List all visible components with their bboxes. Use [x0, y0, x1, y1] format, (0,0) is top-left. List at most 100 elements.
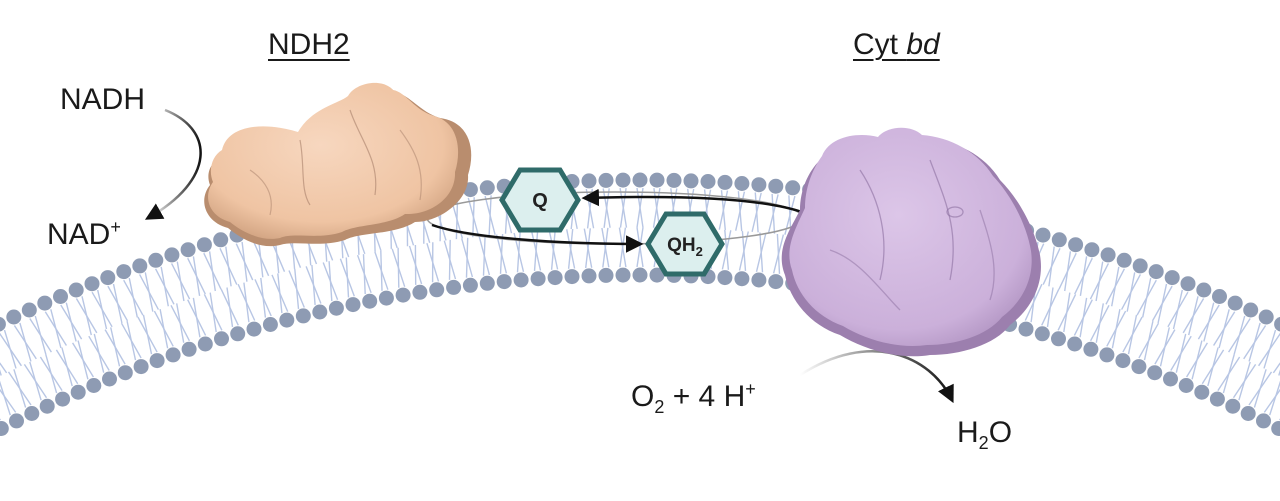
- lipid-head: [548, 270, 563, 285]
- lipid-tail: [188, 300, 206, 336]
- lipid-tail: [204, 294, 222, 330]
- lipid-head: [446, 280, 461, 295]
- lipid-head: [701, 174, 716, 189]
- lipid-tail: [584, 229, 591, 268]
- lipid-tail: [221, 289, 238, 325]
- lipid-head: [1067, 337, 1082, 352]
- lipid-head: [1036, 228, 1051, 243]
- lipid-tail: [161, 267, 168, 306]
- lipid-head: [684, 173, 699, 188]
- lipid-head: [734, 176, 749, 191]
- lipid-head: [497, 274, 512, 289]
- lipid-tail: [1223, 355, 1234, 394]
- ndh2-protein: [204, 83, 471, 246]
- lipid-tail: [1270, 377, 1280, 415]
- lipid-head: [1256, 413, 1271, 428]
- lipid-head: [514, 273, 529, 288]
- lipid-head: [116, 264, 131, 279]
- lipid-head: [312, 305, 327, 320]
- lipid-head: [1147, 365, 1162, 380]
- quinol-qh2: QH2: [648, 214, 722, 274]
- lipid-tail: [289, 271, 304, 308]
- lipid-tail: [1064, 293, 1070, 332]
- lipid-head: [213, 232, 228, 247]
- lipid-head: [181, 242, 196, 257]
- lipid-tail: [98, 290, 107, 329]
- lipid-head: [480, 276, 495, 291]
- lipid-head: [296, 308, 311, 323]
- lipid-head: [1181, 276, 1196, 291]
- lipid-head: [1149, 264, 1164, 279]
- lipid-tail: [1096, 303, 1103, 342]
- lipid-tail: [105, 330, 125, 365]
- lipid-head: [86, 378, 101, 393]
- lipid-tail: [210, 251, 216, 291]
- lipid-tail: [272, 275, 288, 312]
- lipid-tail: [1106, 269, 1124, 305]
- lipid-head: [69, 283, 84, 298]
- nadh-to-nad-arrow: [148, 110, 201, 218]
- lipid-head: [1228, 296, 1243, 311]
- lipid-tail: [1208, 348, 1218, 387]
- lipid-head: [616, 173, 631, 188]
- lipid-head: [1196, 283, 1211, 298]
- lipid-head: [1241, 406, 1256, 421]
- lipid-head: [599, 173, 614, 188]
- lipid-head: [6, 310, 21, 325]
- lipid-head: [329, 301, 344, 316]
- lipid-head: [1165, 270, 1180, 285]
- lipid-head: [1115, 353, 1130, 368]
- lipid-tail: [51, 309, 61, 348]
- lipid-tail: [1059, 253, 1076, 289]
- lipid-tail: [473, 197, 474, 237]
- lipid-head: [1068, 237, 1083, 252]
- lipid-tail: [1239, 362, 1250, 400]
- lipid-head: [198, 337, 213, 352]
- lipid-head: [1052, 232, 1067, 247]
- lipid-head: [134, 359, 149, 374]
- lipid-tail: [66, 303, 76, 342]
- lipid-head: [1210, 392, 1225, 407]
- lipid-tail: [1254, 369, 1266, 407]
- lipid-tail: [1043, 248, 1060, 284]
- lipid-tail: [177, 262, 184, 301]
- lipid-head: [1133, 258, 1148, 273]
- lipid-head: [1225, 399, 1240, 414]
- lipid-head: [1212, 289, 1227, 304]
- lipid-tail: [1244, 326, 1266, 359]
- lipid-head: [582, 268, 597, 283]
- lipid-tail: [255, 279, 271, 316]
- lipid-tail: [769, 194, 779, 233]
- lipid-tail: [1168, 292, 1188, 327]
- lipid-tail: [154, 311, 173, 346]
- lipid-head: [214, 331, 229, 346]
- lipid-tail: [456, 199, 457, 239]
- lipid-tail: [56, 350, 77, 384]
- lipid-tail: [752, 193, 761, 232]
- lipid-head: [9, 413, 24, 428]
- lipid-head: [1117, 253, 1132, 268]
- lipid-head: [150, 353, 165, 368]
- lipid-head: [362, 294, 377, 309]
- lipid-head: [166, 347, 181, 362]
- lipid-head: [55, 392, 70, 407]
- lipid-head: [599, 268, 614, 283]
- lipid-tail: [760, 233, 763, 273]
- lipid-head: [396, 288, 411, 303]
- cyt-bd-title: Cyt bd: [853, 30, 940, 60]
- lipid-head: [412, 285, 427, 300]
- lipid-head: [0, 317, 6, 332]
- lipid-head: [22, 303, 37, 318]
- lipid-tail: [129, 278, 137, 317]
- lipid-tail: [0, 337, 1, 375]
- lipid-head: [24, 406, 39, 421]
- lipid-head: [102, 372, 117, 387]
- lipid-tail: [193, 256, 199, 296]
- lipid-tail: [1273, 340, 1280, 373]
- lipid-head: [1271, 421, 1280, 436]
- lipid-head: [734, 271, 749, 286]
- lipid-head: [1019, 322, 1034, 337]
- lipid-tail: [306, 266, 321, 303]
